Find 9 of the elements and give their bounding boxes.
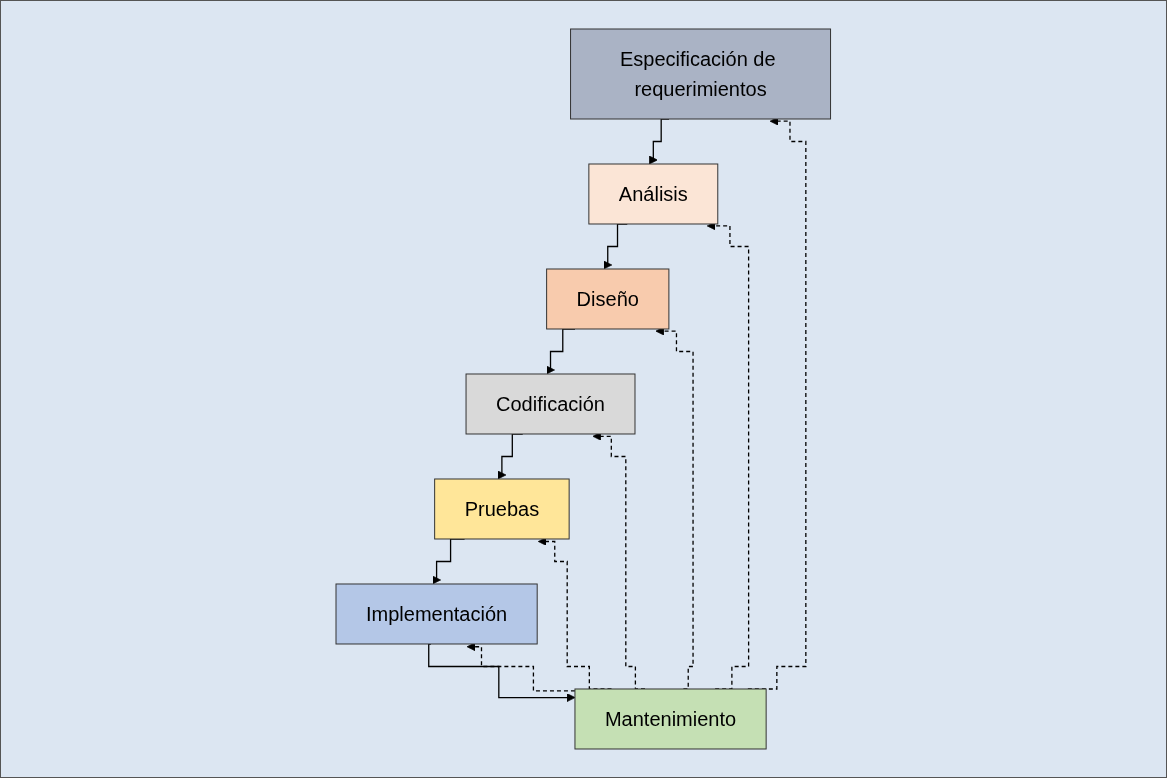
node-box: Codificación xyxy=(465,373,636,435)
node-box: Especificación de requerimientos xyxy=(570,28,832,120)
arrow xyxy=(466,642,576,692)
node-box: Mantenimiento xyxy=(574,688,767,750)
node-box: Diseño xyxy=(546,268,670,330)
node-box: Pruebas xyxy=(434,478,570,540)
node-box: Análisis xyxy=(588,163,719,225)
node-box: Implementación xyxy=(335,583,538,645)
arrow xyxy=(428,643,576,702)
